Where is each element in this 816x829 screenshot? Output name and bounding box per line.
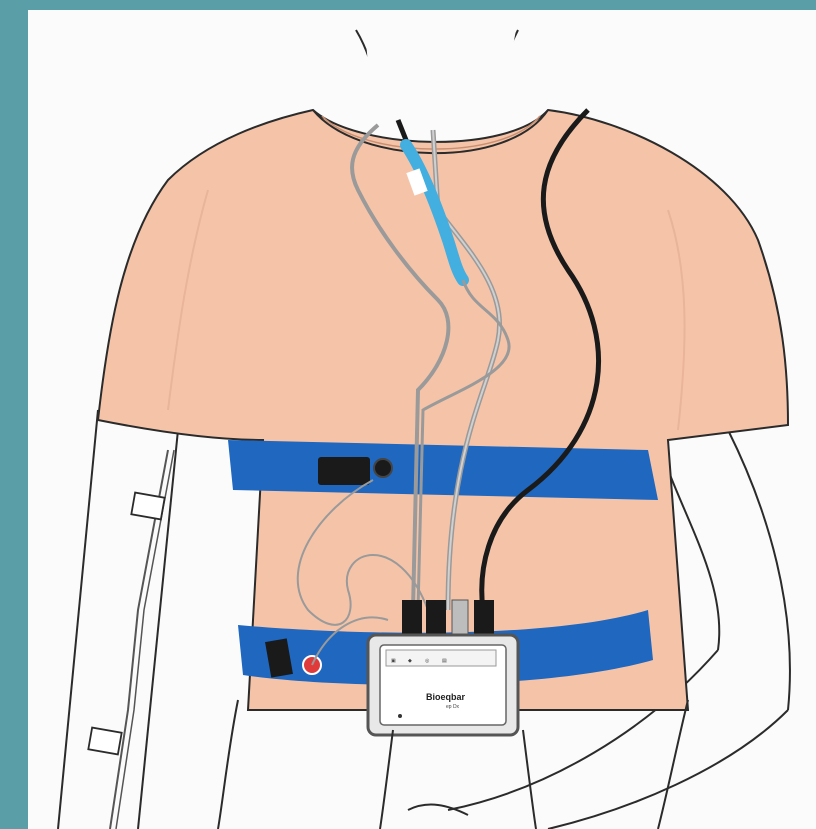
left-arm <box>58 410 178 829</box>
probe-port-icon: ▣ <box>391 658 396 664</box>
bell-port-icon: ◆ <box>408 658 412 664</box>
ambulatory-monitoring-illustration: ▣ ◆ ◎ ▤ Bioeqbar ep Dx <box>28 10 816 829</box>
connector-port-icon: ▤ <box>442 658 447 664</box>
chest-belt-sensor-icon <box>318 457 370 485</box>
neck <box>328 30 548 130</box>
recorder-device: ▣ ◆ ◎ ▤ Bioeqbar ep Dx <box>368 635 518 735</box>
recorder-label: Bioeqbar <box>426 692 466 702</box>
chest-belt <box>228 440 658 500</box>
illustration-frame: ▣ ◆ ◎ ▤ Bioeqbar ep Dx <box>28 10 816 829</box>
recorder-sublabel: ep Dx <box>446 704 460 710</box>
sensor-port-icon: ◎ <box>425 658 430 664</box>
